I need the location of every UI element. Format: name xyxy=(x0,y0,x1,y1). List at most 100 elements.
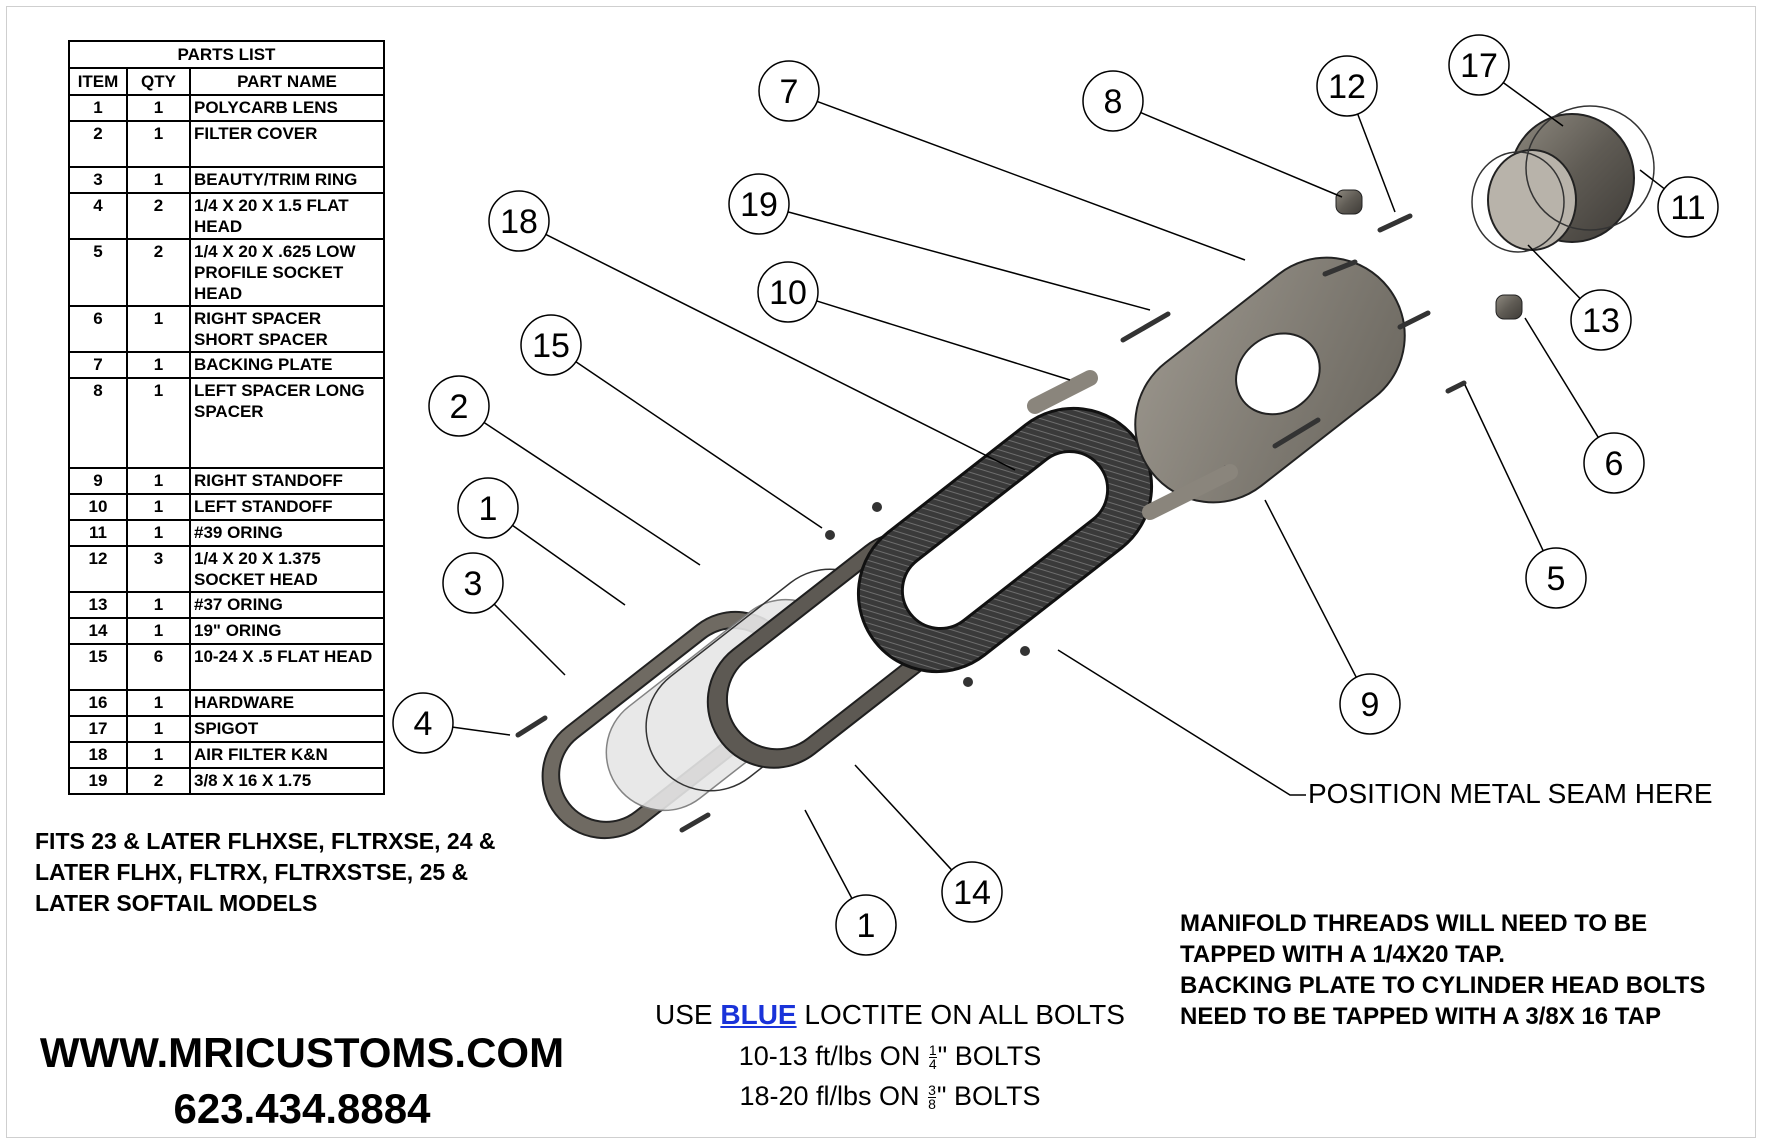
callout-number: 18 xyxy=(500,203,538,241)
callout-balloon: 17 xyxy=(1448,34,1510,96)
balloon-circle xyxy=(941,861,1003,923)
cell-part-name: 3/8 X 16 X 1.75 xyxy=(189,767,385,795)
loctite-color-word: BLUE xyxy=(720,999,797,1030)
callout-number: 5 xyxy=(1547,560,1566,598)
cell-item: 19 xyxy=(68,767,128,795)
cell-item: 9 xyxy=(68,467,128,495)
leader-line xyxy=(512,524,626,606)
cell-qty: 1 xyxy=(126,166,191,194)
callout-number: 15 xyxy=(532,327,570,365)
callout-number: 12 xyxy=(1328,68,1366,106)
cell-item: 17 xyxy=(68,715,128,743)
cell-part-name: LEFT SPACER LONG SPACER xyxy=(189,377,385,469)
air-filter xyxy=(856,406,1154,674)
leader-line xyxy=(816,300,1071,381)
callout-balloon: 8 xyxy=(1082,70,1144,132)
callout-balloon: 1 xyxy=(835,894,897,956)
cell-item: 1 xyxy=(68,94,128,122)
cell-item: 16 xyxy=(68,689,128,717)
cell-qty: 1 xyxy=(126,467,191,495)
cell-part-name: #37 ORING xyxy=(189,591,385,619)
column-header-part-name: PART NAME xyxy=(189,67,385,96)
oring-37 xyxy=(1471,151,1565,253)
callout-number: 9 xyxy=(1361,686,1380,724)
cell-part-name: BEAUTY/TRIM RING xyxy=(189,166,385,194)
callout-balloon: 15 xyxy=(520,314,582,376)
callout-balloon: 4 xyxy=(392,692,454,754)
cell-part-name: POLYCARB LENS xyxy=(189,94,385,122)
cell-qty: 1 xyxy=(126,741,191,769)
balloon-circle xyxy=(1657,176,1719,238)
leader-line xyxy=(1502,82,1564,127)
cell-qty: 1 xyxy=(126,377,191,469)
column-header-qty: QTY xyxy=(126,67,191,96)
loctite-prefix: USE xyxy=(655,999,713,1030)
balloon-circle xyxy=(728,173,790,235)
callout-balloon: 3 xyxy=(442,552,504,614)
cell-part-name: 1/4 X 20 X .625 LOW PROFILE SOCKET HEAD xyxy=(189,238,385,307)
fraction-denominator: 4 xyxy=(928,1056,937,1073)
balloon-circle xyxy=(1316,55,1378,117)
torque-range: 18-20 fl/lbs ON xyxy=(739,1081,920,1111)
callout-balloon: 1 xyxy=(457,477,519,539)
balloon-circle xyxy=(488,190,550,252)
leader-line xyxy=(452,726,511,736)
callout-number: 7 xyxy=(780,73,799,111)
balloon-circle xyxy=(1339,673,1401,735)
cell-qty: 1 xyxy=(126,591,191,619)
leader-line xyxy=(1140,111,1343,198)
cell-part-name: AIR FILTER K&N xyxy=(189,741,385,769)
callout-number: 17 xyxy=(1460,47,1498,85)
column-header-item: ITEM xyxy=(68,67,128,96)
leader-line xyxy=(854,764,953,871)
callout-balloon: 9 xyxy=(1339,673,1401,735)
torque-suffix: " BOLTS xyxy=(936,1081,1041,1111)
cell-part-name: 19" ORING xyxy=(189,617,385,645)
callout-balloon: 10 xyxy=(757,261,819,323)
callout-number: 1 xyxy=(479,490,498,528)
callout-balloon: 12 xyxy=(1316,55,1378,117)
spigot xyxy=(1487,113,1635,251)
callout-number: 19 xyxy=(740,186,778,224)
drawing-frame xyxy=(6,6,1756,1138)
cell-qty: 1 xyxy=(126,120,191,168)
callout-number: 6 xyxy=(1605,445,1624,483)
balloon-circle xyxy=(1583,432,1645,494)
left-standoff xyxy=(1027,370,1098,414)
cell-part-name: 1/4 X 20 X 1.5 FLAT HEAD xyxy=(189,192,385,240)
website: WWW.MRICUSTOMS.COM xyxy=(39,1029,565,1076)
cell-item: 5 xyxy=(68,238,128,307)
loctite-note: USE BLUE LOCTITE ON ALL BOLTS xyxy=(640,998,1140,1032)
cell-part-name: RIGHT STANDOFF xyxy=(189,467,385,495)
cell-item: 18 xyxy=(68,741,128,769)
cell-qty: 3 xyxy=(126,545,191,593)
cell-qty: 1 xyxy=(126,94,191,122)
cell-qty: 2 xyxy=(126,767,191,795)
cell-item: 13 xyxy=(68,591,128,619)
cell-qty: 1 xyxy=(126,689,191,717)
callout-number: 14 xyxy=(953,874,991,912)
callout-balloon: 19 xyxy=(728,173,790,235)
leader-line xyxy=(575,361,823,529)
balloon-circle xyxy=(520,314,582,376)
cell-part-name: 1/4 X 20 X 1.375 SOCKET HEAD xyxy=(189,545,385,593)
balloon-circle xyxy=(428,375,490,437)
